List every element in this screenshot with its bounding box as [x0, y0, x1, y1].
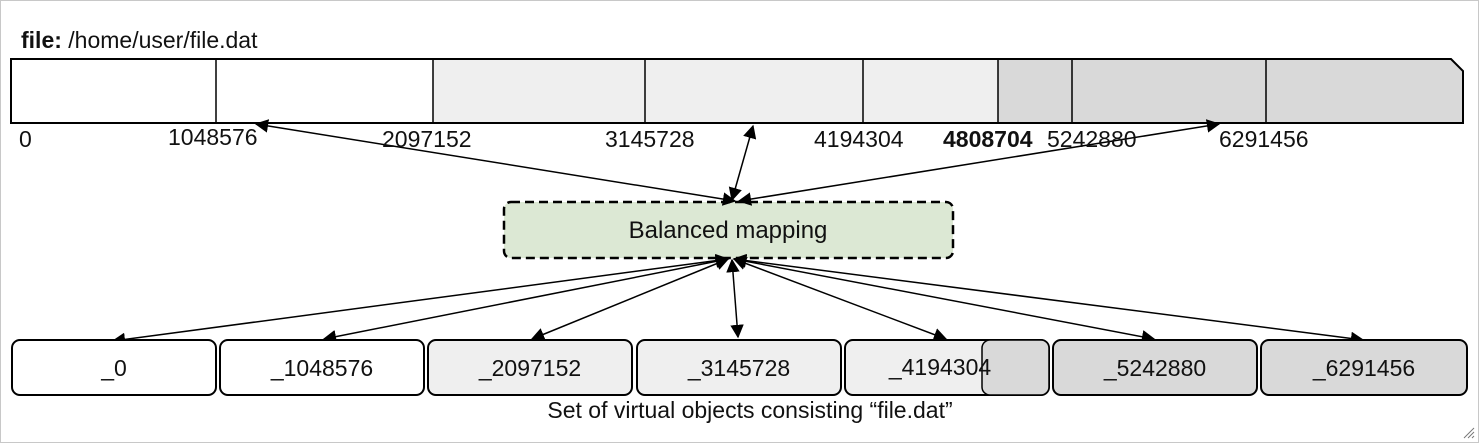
file-prefix: file:: [21, 27, 62, 53]
file-title: file: /home/user/file.dat: [21, 29, 258, 52]
file-bar-outline: [10, 58, 1464, 124]
arrow-obj-2097152: [530, 257, 730, 341]
file-mapping-arrows: [254, 119, 1221, 206]
arrow-obj-4194304: [732, 256, 948, 342]
arrow-obj-3145728: [726, 258, 744, 339]
object-box-1048576: [219, 339, 425, 396]
offset-label: 3145728: [605, 126, 695, 152]
offset-label: 1048576: [168, 124, 258, 150]
caption: Set of virtual objects consisting “file.…: [547, 397, 953, 423]
object-box-0: [11, 339, 217, 396]
object-label: _4194304: [888, 354, 992, 380]
arrow-file-3145728: [728, 124, 757, 202]
object-box-3145728: [636, 339, 842, 396]
object-box-5242880: [1052, 339, 1258, 396]
object-label: _3145728: [687, 355, 791, 381]
arrow-obj-1048576: [322, 254, 730, 344]
file-segment-white: [11, 59, 433, 123]
object-mapping-arrows: [111, 253, 1365, 347]
file-bar: [10, 58, 1464, 124]
object-box-2097152: [427, 339, 633, 396]
file-segment-dark: [998, 59, 1463, 123]
arrow-file-1048576: [254, 119, 737, 206]
file-segment-light: [433, 59, 998, 123]
object-label: _5242880: [1103, 355, 1207, 381]
resize-grip-icon[interactable]: [1463, 427, 1475, 439]
object-label: _6291456: [1312, 355, 1416, 381]
arrow-file-6291456: [737, 119, 1221, 206]
balanced-mapping-label: Balanced mapping: [628, 217, 828, 244]
file-path: /home/user/file.dat: [68, 27, 258, 53]
offset-label-split: 4808704: [943, 126, 1033, 152]
object-box-6291456: [1260, 339, 1468, 396]
offset-label: 2097152: [382, 126, 472, 152]
offset-label: 0: [19, 126, 32, 152]
offset-label: 5242880: [1047, 126, 1137, 152]
arrow-obj-6291456: [732, 253, 1365, 346]
object-label: _2097152: [478, 355, 582, 381]
arrow-obj-5242880: [732, 254, 1156, 344]
offset-label: 4194304: [814, 126, 904, 152]
object-box-4194304-overlap: [981, 339, 1050, 396]
arrow-obj-0: [111, 253, 730, 347]
object-label: _1048576: [270, 355, 374, 381]
virtual-objects: [11, 339, 1468, 396]
object-label: _0: [101, 355, 127, 381]
offset-label: 6291456: [1219, 126, 1309, 152]
